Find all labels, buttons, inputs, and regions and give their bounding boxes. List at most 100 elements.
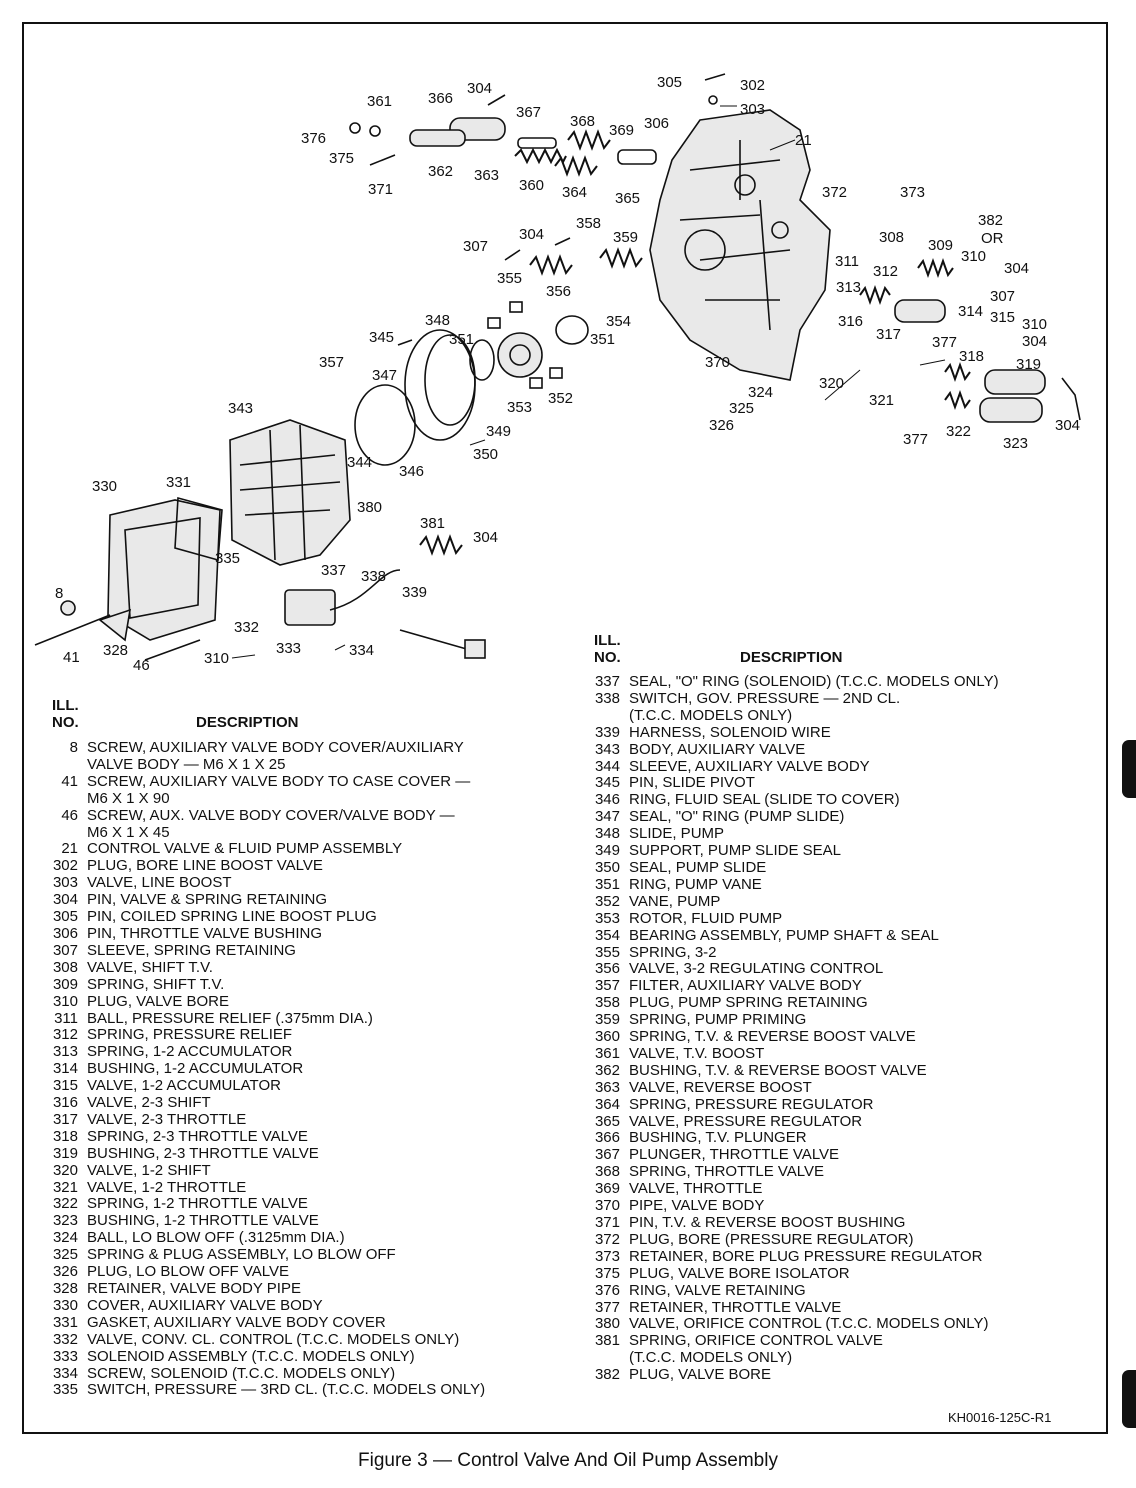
- callout: 380: [357, 499, 382, 516]
- part-description: SEAL, "O" RING (SOLENOID) (T.C.C. MODELS…: [629, 673, 999, 690]
- callout: 377: [932, 334, 957, 351]
- callout: 372: [822, 184, 847, 201]
- callout: 352: [548, 390, 573, 407]
- parts-list-row: (T.C.C. MODELS ONLY): [586, 707, 999, 725]
- part-description: VALVE, THROTTLE: [629, 1180, 763, 1198]
- pins: [349, 73, 1081, 421]
- part-number: 356: [594, 960, 620, 978]
- binder-edge-mark: [1122, 1370, 1136, 1428]
- part-description: PLUG, BORE (PRESSURE REGULATOR): [629, 1230, 914, 1248]
- part-number: 339: [594, 723, 620, 741]
- part-number: 317: [52, 1110, 78, 1128]
- part-number: 338: [594, 689, 620, 707]
- part-number: 322: [52, 1195, 78, 1213]
- callout: 348: [425, 312, 450, 329]
- part-number: 334: [52, 1364, 78, 1382]
- part-number: 377: [594, 1298, 620, 1316]
- callout: 308: [879, 229, 904, 246]
- throttle-plunger: [517, 137, 557, 149]
- right-bushings: [894, 299, 1046, 423]
- figure-caption: Figure 3 — Control Valve And Oil Pump As…: [358, 1450, 778, 1471]
- pump-vanes: [487, 301, 563, 389]
- figure-frame: [22, 22, 1108, 1434]
- callout: 8: [55, 585, 63, 602]
- part-description: SPRING, THROTTLE VALVE: [629, 1163, 825, 1181]
- part-description: BALL, LO BLOW OFF (.3125mm DIA.): [87, 1229, 345, 1247]
- part-number: 349: [594, 842, 620, 860]
- part-number: 303: [52, 874, 78, 892]
- callout: 358: [576, 215, 601, 232]
- part-description: SPRING, 1-2 THROTTLE VALVE: [87, 1195, 308, 1213]
- part-number: 369: [594, 1180, 620, 1198]
- parts-list-row: 322 SPRING, 1-2 THROTTLE VALVE: [44, 1196, 485, 1213]
- part-description: RETAINER, THROTTLE VALVE: [629, 1298, 842, 1316]
- callout: 351: [449, 331, 474, 348]
- part-number: 357: [594, 977, 620, 995]
- callout: 376: [301, 130, 326, 147]
- part-description: PIN, T.V. & REVERSE BOOST BUSHING: [629, 1214, 906, 1231]
- part-number: 348: [594, 825, 620, 843]
- part-description: PLUNGER, THROTTLE VALVE: [629, 1146, 840, 1164]
- screws: [34, 600, 201, 661]
- control-valve-body: [649, 109, 831, 381]
- part-description: RING, VALVE RETAINING: [629, 1281, 806, 1299]
- part-number: 364: [594, 1095, 620, 1113]
- callout: 377: [903, 431, 928, 448]
- part-number: 319: [52, 1144, 78, 1162]
- part-number: 324: [52, 1229, 78, 1247]
- callout: 350: [473, 446, 498, 463]
- callout: 369: [609, 122, 634, 139]
- part-number: 311: [54, 1009, 78, 1027]
- callout: 338: [361, 568, 386, 585]
- parts-list-row: 377 RETAINER, THROTTLE VALVE: [586, 1298, 999, 1317]
- callout: 316: [838, 313, 863, 330]
- part-number: 337: [594, 673, 620, 690]
- part-number: 305: [52, 908, 78, 926]
- part-description: ROTOR, FLUID PUMP: [629, 909, 783, 927]
- part-number: 325: [52, 1246, 78, 1264]
- callout: 310: [1022, 316, 1047, 333]
- callout: 46: [133, 657, 150, 674]
- part-number: [44, 825, 78, 842]
- part-description: VANE, PUMP: [629, 892, 721, 910]
- callout: 332: [234, 619, 259, 636]
- callout: 339: [402, 584, 427, 601]
- part-number: 335: [52, 1381, 78, 1399]
- callout: OR: [981, 230, 1004, 247]
- callout: 326: [709, 417, 734, 434]
- parts-list-row: 334 SCREW, SOLENOID (T.C.C. MODELS ONLY): [44, 1364, 485, 1383]
- callout: 330: [92, 478, 117, 495]
- callout: 304: [519, 226, 544, 243]
- auxiliary-valve-body: [229, 419, 351, 566]
- part-number: 363: [594, 1078, 620, 1096]
- part-description: SCREW, SOLENOID (T.C.C. MODELS ONLY): [87, 1364, 396, 1382]
- solenoid-assembly: [284, 569, 486, 659]
- parts-list-row: 369 VALVE, THROTTLE: [586, 1180, 999, 1198]
- callout: 331: [166, 474, 191, 491]
- part-number: 306: [52, 924, 78, 942]
- callout: 368: [570, 113, 595, 130]
- part-description: FILTER, AUXILIARY VALVE BODY: [629, 977, 862, 995]
- part-number: 365: [594, 1112, 620, 1130]
- left-header-description: DESCRIPTION: [196, 714, 299, 731]
